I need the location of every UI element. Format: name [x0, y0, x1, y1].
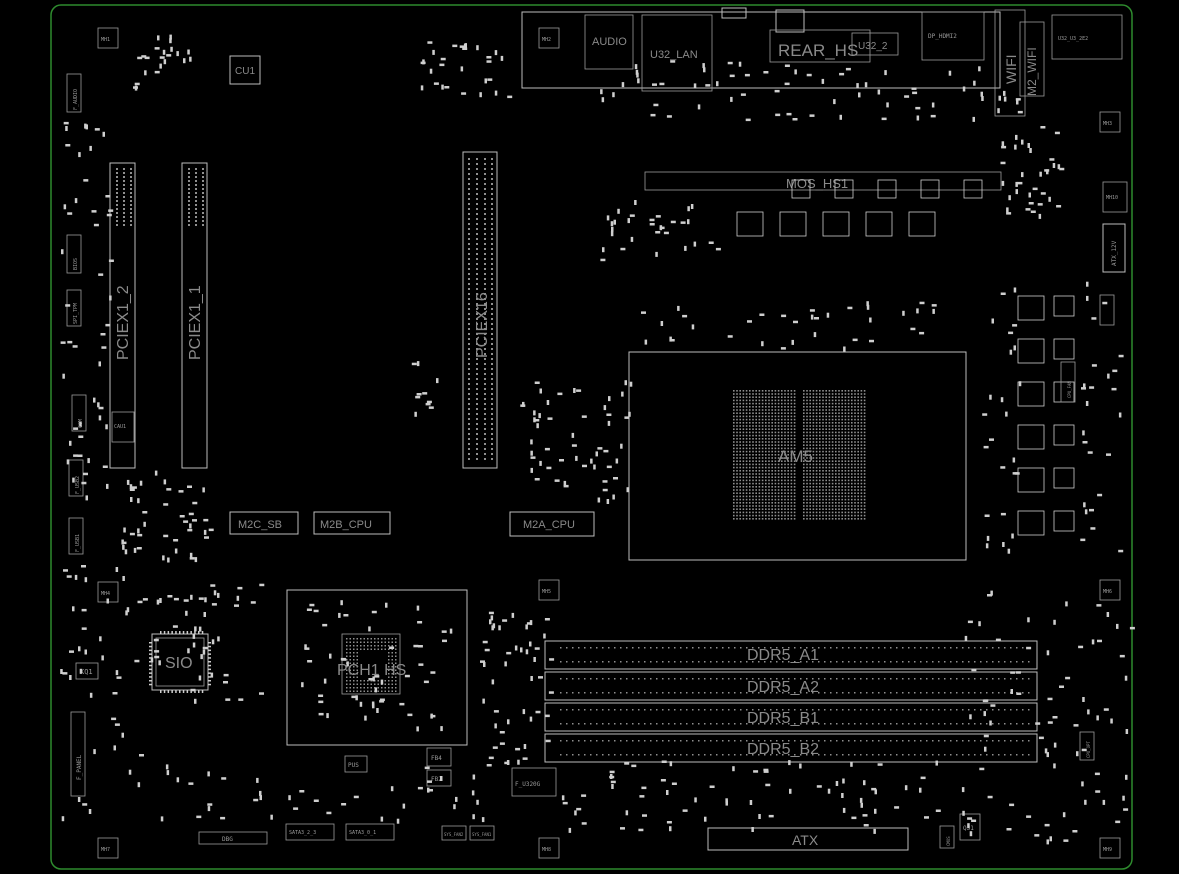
m2c-label: M2C_SB — [238, 519, 282, 531]
mh3-label: MH3 — [1103, 121, 1112, 127]
usb32-block — [851, 32, 899, 56]
cu1-area: CU1 — [229, 55, 261, 85]
usb-combo-block — [1051, 14, 1123, 60]
board-outline — [50, 4, 1133, 870]
am5-label: AM5 — [778, 447, 813, 466]
power-connectors: ATX ATX_12V — [707, 223, 1126, 851]
cpu-opt-label: CPU_OPT — [1086, 741, 1091, 758]
pciex1-2-label: PCIEX1_2 — [115, 285, 132, 360]
spi-tpm-label: SPI_TPM — [73, 303, 79, 324]
m2b-slot — [313, 511, 391, 535]
pus-label: PUS — [348, 762, 359, 769]
atx12v-connector — [1102, 223, 1126, 273]
dimm-b1-label: DDR5_B1 — [747, 710, 819, 727]
dbg-label: DBG — [222, 836, 233, 843]
m2a-slot — [509, 511, 595, 537]
dp-hdmi-label: DP_HDMI2 — [928, 33, 957, 40]
rear-heatsink — [769, 29, 871, 63]
dp-hdmi-block — [921, 11, 985, 61]
mh6-label: MH6 — [1103, 589, 1112, 595]
bios-label: BIOS — [73, 258, 79, 270]
pciex1-2-slot — [109, 162, 136, 469]
dimm-a2-label: DDR5_A2 — [747, 679, 819, 696]
mounting-holes: MH1 MH2 MH3 MH4 MH5 MH6 MH7 MH8 MH9 MH10 — [97, 27, 1128, 859]
f-usb1-label: F_USB1 — [75, 534, 81, 552]
am5-socket-outline — [628, 351, 967, 561]
usb-combo-label: U32_U3_2E2 — [1058, 36, 1088, 42]
f-u32g-label: F_U320G — [515, 781, 541, 788]
m2-wifi-label: M2_WIFI — [1025, 47, 1039, 96]
pciex16-label: PCIEX16 — [474, 292, 491, 358]
m2-slots: M2C_SB M2B_CPU M2A_CPU — [229, 511, 595, 537]
audio-label: AUDIO — [592, 36, 627, 48]
m2c-slot — [229, 511, 299, 535]
sata2-label: SATA3_0_1 — [349, 830, 376, 836]
fb2-label: FB2 — [431, 776, 442, 783]
kq1-label: KQ1 — [80, 668, 93, 676]
bottom-headers: DBG SATA3_2_3 SATA3_0_1 SYS_FAN2 SYS_FAN… — [198, 747, 981, 849]
dimm-a1-label: DDR5_A1 — [747, 647, 819, 664]
mos-heatsink — [644, 171, 1002, 191]
mh5-label: MH5 — [542, 589, 551, 595]
f-usb2-label: F_USB2 — [75, 476, 81, 494]
lan-label: U32_LAN — [650, 49, 698, 61]
cu1-label: CU1 — [235, 66, 255, 77]
pch-area: PCH1 HS — [286, 589, 468, 746]
pch-heatsink — [286, 589, 468, 746]
pciex16-slot — [462, 151, 498, 469]
mh2-label: MH2 — [542, 37, 551, 43]
f-panel-label: F_PANEL — [76, 754, 83, 780]
mh7-label: MH7 — [101, 847, 110, 853]
sio-area: SIO — [149, 631, 211, 693]
atx-connector — [707, 827, 909, 851]
dimm-a2-slot — [544, 671, 1038, 701]
usb32-label: U32_2 — [858, 41, 888, 52]
cpu-socket: AM5 — [628, 351, 967, 561]
left-headers: F_AUDIO BIOS SPI_TPM COM F_USB2 F_USB1 K… — [66, 73, 99, 797]
right-headers: CPU_FAN CPU_OPT — [1060, 294, 1115, 761]
cau1-label: CAU1 — [114, 424, 126, 430]
lan-usb-block — [641, 14, 713, 92]
pciex1-1-label: PCIEX1_1 — [187, 285, 204, 360]
dimm-b2-slot — [544, 733, 1038, 763]
sio-label: SIO — [165, 655, 193, 672]
pciex1-1-slot — [181, 162, 208, 469]
m2b-label: M2B_CPU — [320, 519, 372, 531]
rear-io-area: AUDIO U32_LAN REAR_HS U32_2 DP_HDMI2 WIF… — [521, 7, 1123, 117]
atx12v-label: ATX_12V — [1111, 240, 1118, 266]
q31-label: Q31 — [963, 825, 974, 832]
pch-chip — [341, 633, 401, 695]
mh1-label: MH1 — [101, 37, 110, 43]
mh4-label: MH4 — [101, 591, 110, 597]
sata1-label: SATA3_2_3 — [289, 830, 316, 836]
dimm-a1-slot — [544, 640, 1038, 670]
dimm-b2-label: DDR5_B2 — [747, 741, 819, 758]
vrm-area: MOS_HS1 — [644, 171, 1075, 536]
cmos-label: CMOS — [946, 836, 951, 846]
wifi-label: WIFI — [1003, 54, 1019, 84]
mh10-label: MH10 — [1106, 195, 1118, 201]
mos-hs-label: MOS_HS1 — [786, 176, 848, 191]
fb4-label: FB4 — [431, 755, 442, 762]
sys-fan2-label: SYS_FAN2 — [444, 832, 464, 837]
pcie-slots: PCIEX1_2 CAU1 PCIEX1_1 PCIEX16 — [109, 151, 498, 469]
cpu-fan-label: CPU_FAN — [1067, 381, 1072, 398]
wifi-module-outline — [994, 9, 1026, 117]
atx-label: ATX — [792, 832, 819, 848]
pch-label: PCH1 HS — [337, 662, 406, 679]
sys-fan1-label: SYS_FAN1 — [472, 832, 492, 837]
rear-hs-label: REAR_HS — [778, 41, 858, 60]
mh9-label: MH9 — [1103, 847, 1112, 853]
mh8-label: MH8 — [542, 847, 551, 853]
m2a-label: M2A_CPU — [523, 519, 575, 531]
dimm-slots: DDR5_A1 DDR5_A2 DDR5_B1 DDR5_B2 — [544, 640, 1038, 763]
audio-jack-block — [584, 14, 634, 70]
m2-wifi-slot — [1019, 21, 1045, 97]
f-audio-label: F_AUDIO — [73, 89, 79, 110]
passive-components — [60, 34, 1135, 845]
